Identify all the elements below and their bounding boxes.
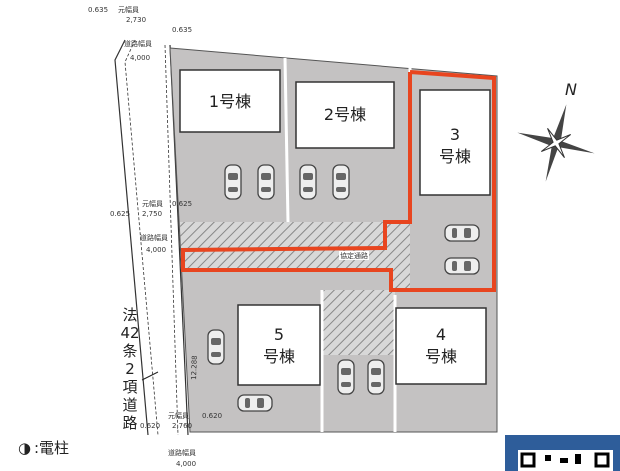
building-4[interactable]	[395, 307, 487, 385]
svg-text:2,730: 2,730	[126, 16, 146, 24]
svg-text:道路幅員: 道路幅員	[168, 448, 196, 457]
svg-text:道路幅員: 道路幅員	[124, 39, 152, 48]
lot-3-number: 3	[450, 125, 460, 144]
svg-text:0.620: 0.620	[140, 422, 160, 430]
utility-pole-legend-text: :電柱	[34, 439, 69, 457]
svg-text:0.620: 0.620	[202, 412, 222, 420]
utility-pole-legend-symbol: ◑	[18, 439, 31, 457]
compass-icon	[517, 104, 595, 182]
compass-north-label: N	[565, 80, 577, 99]
svg-text:2,750: 2,750	[142, 210, 162, 218]
lot-3-outline	[181, 70, 496, 292]
building-5[interactable]	[237, 304, 321, 386]
shared-path-label: 協定通路	[340, 251, 368, 260]
building-1[interactable]	[179, 69, 281, 133]
building-3[interactable]	[419, 89, 491, 196]
road-dimensions-top: 0.635 元幅員 2,730 0.635 道路幅員 4,000	[88, 5, 192, 62]
lot-5-label: 号棟	[263, 347, 295, 366]
road-dimensions-mid: 0.625 元幅員 2,750 0.625 道路幅員 4,000	[110, 199, 192, 254]
svg-text:4,000: 4,000	[176, 460, 196, 468]
qr-code[interactable]	[505, 435, 620, 471]
lot-5-number: 5	[274, 325, 284, 344]
road-dimensions-bottom: 0.620 元幅員 2,760 0.620 道路幅員 4,000	[140, 411, 222, 468]
lot-4-label: 号棟	[425, 347, 457, 366]
svg-text:元幅員: 元幅員	[118, 5, 139, 14]
lot-3-label: 号棟	[439, 147, 471, 166]
svg-text:4,000: 4,000	[146, 246, 166, 254]
svg-text:条: 条	[122, 342, 137, 360]
svg-text:2: 2	[125, 360, 135, 378]
svg-text:42: 42	[120, 324, 139, 342]
frontage-length: 12.288	[190, 355, 199, 380]
svg-text:2,760: 2,760	[172, 422, 192, 430]
svg-text:0.625: 0.625	[110, 210, 130, 218]
svg-text:法: 法	[122, 306, 137, 324]
lot-1-label: 1号棟	[209, 92, 251, 111]
svg-text:4,000: 4,000	[130, 54, 150, 62]
svg-text:元幅員: 元幅員	[168, 411, 189, 420]
svg-text:0.625: 0.625	[172, 200, 192, 208]
lot-2-label: 2号棟	[324, 105, 366, 124]
svg-text:0.635: 0.635	[172, 26, 192, 34]
svg-text:路: 路	[122, 414, 137, 432]
svg-text:項: 項	[122, 378, 137, 396]
svg-text:元幅員: 元幅員	[142, 199, 163, 208]
svg-text:0.635: 0.635	[88, 6, 108, 14]
svg-text:道路幅員: 道路幅員	[140, 233, 168, 242]
lot-4-number: 4	[436, 325, 446, 344]
building-2[interactable]	[295, 81, 395, 149]
road-name: 法 42 条 2 項 道 路	[120, 306, 139, 432]
svg-text:道: 道	[122, 396, 137, 414]
